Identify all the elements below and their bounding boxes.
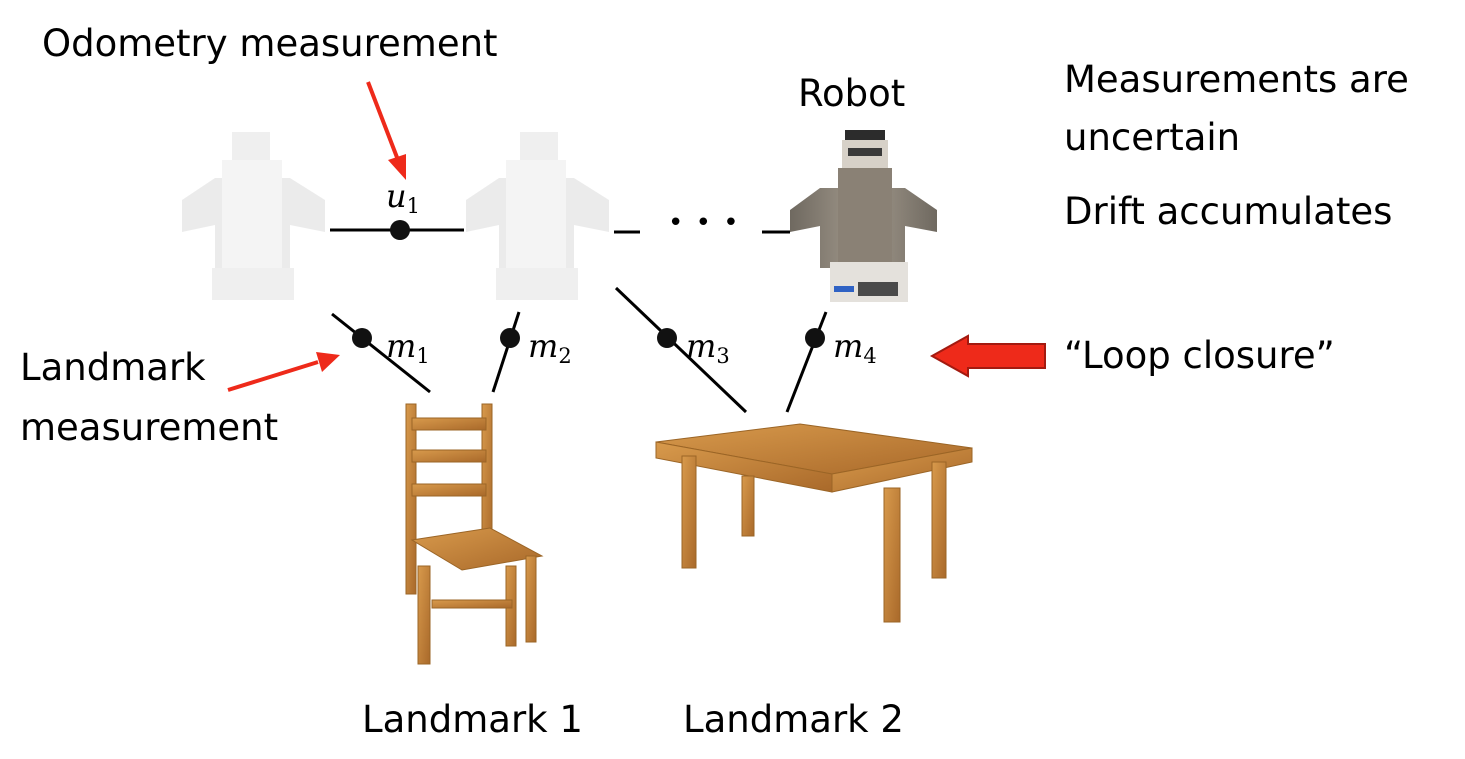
factor-symbol-m2: m [528,327,559,365]
odometry-measurement-label: Odometry measurement [42,22,498,65]
landmark-measurement-label-line2: measurement [20,406,279,449]
landmark-1-label: Landmark 1 [362,698,583,741]
measurement-factor-m2 [500,328,520,348]
landmark-measurement-label-line1: Landmark [20,346,206,389]
odometry-factor-u1 [390,220,410,240]
factor-sub-m1: 1 [416,344,430,368]
factor-label-m4: m4 [833,330,877,367]
odometry-arrow [366,81,406,180]
measurement-factor-m3 [657,328,677,348]
robot-pose-2-icon [466,132,609,300]
note-drift: Drift accumulates [1064,190,1393,233]
chair-icon [405,403,544,665]
landmark-measurement-arrow [227,352,340,392]
robot-label: Robot [798,72,906,115]
measurement-edge-m4 [785,311,828,413]
landmark-2-label: Landmark 2 [683,698,904,741]
factor-sub-m4: 4 [863,344,877,368]
factor-sub-m2: 2 [558,344,572,368]
measurement-edge-m3 [614,286,748,414]
measurement-factor-m4 [805,328,825,348]
factor-label-m3: m3 [686,330,730,367]
measurement-edge-m2 [491,311,521,393]
loop-closure-arrow [929,334,1046,378]
factor-label-u1: u1 [386,180,420,217]
factor-symbol-m3: m [686,327,717,365]
robot-icon [790,130,937,302]
factor-label-m2: m2 [528,330,572,367]
factor-sub-u1: 1 [406,194,420,218]
factor-label-m1: m1 [386,330,430,367]
factor-symbol-m1: m [386,327,417,365]
ellipsis: • • • [668,208,741,238]
factor-symbol-m4: m [833,327,864,365]
measurement-factor-m1 [352,328,372,348]
robot-pose-1-icon [182,132,325,300]
factor-sub-m3: 3 [716,344,730,368]
table-icon [655,423,973,623]
factor-symbol-u1: u [386,177,407,215]
note-uncertain-line2: uncertain [1064,116,1241,159]
note-uncertain-line1: Measurements are [1064,58,1409,101]
loop-closure-label: “Loop closure” [1064,334,1335,377]
measurement-edge-m1 [331,312,431,394]
